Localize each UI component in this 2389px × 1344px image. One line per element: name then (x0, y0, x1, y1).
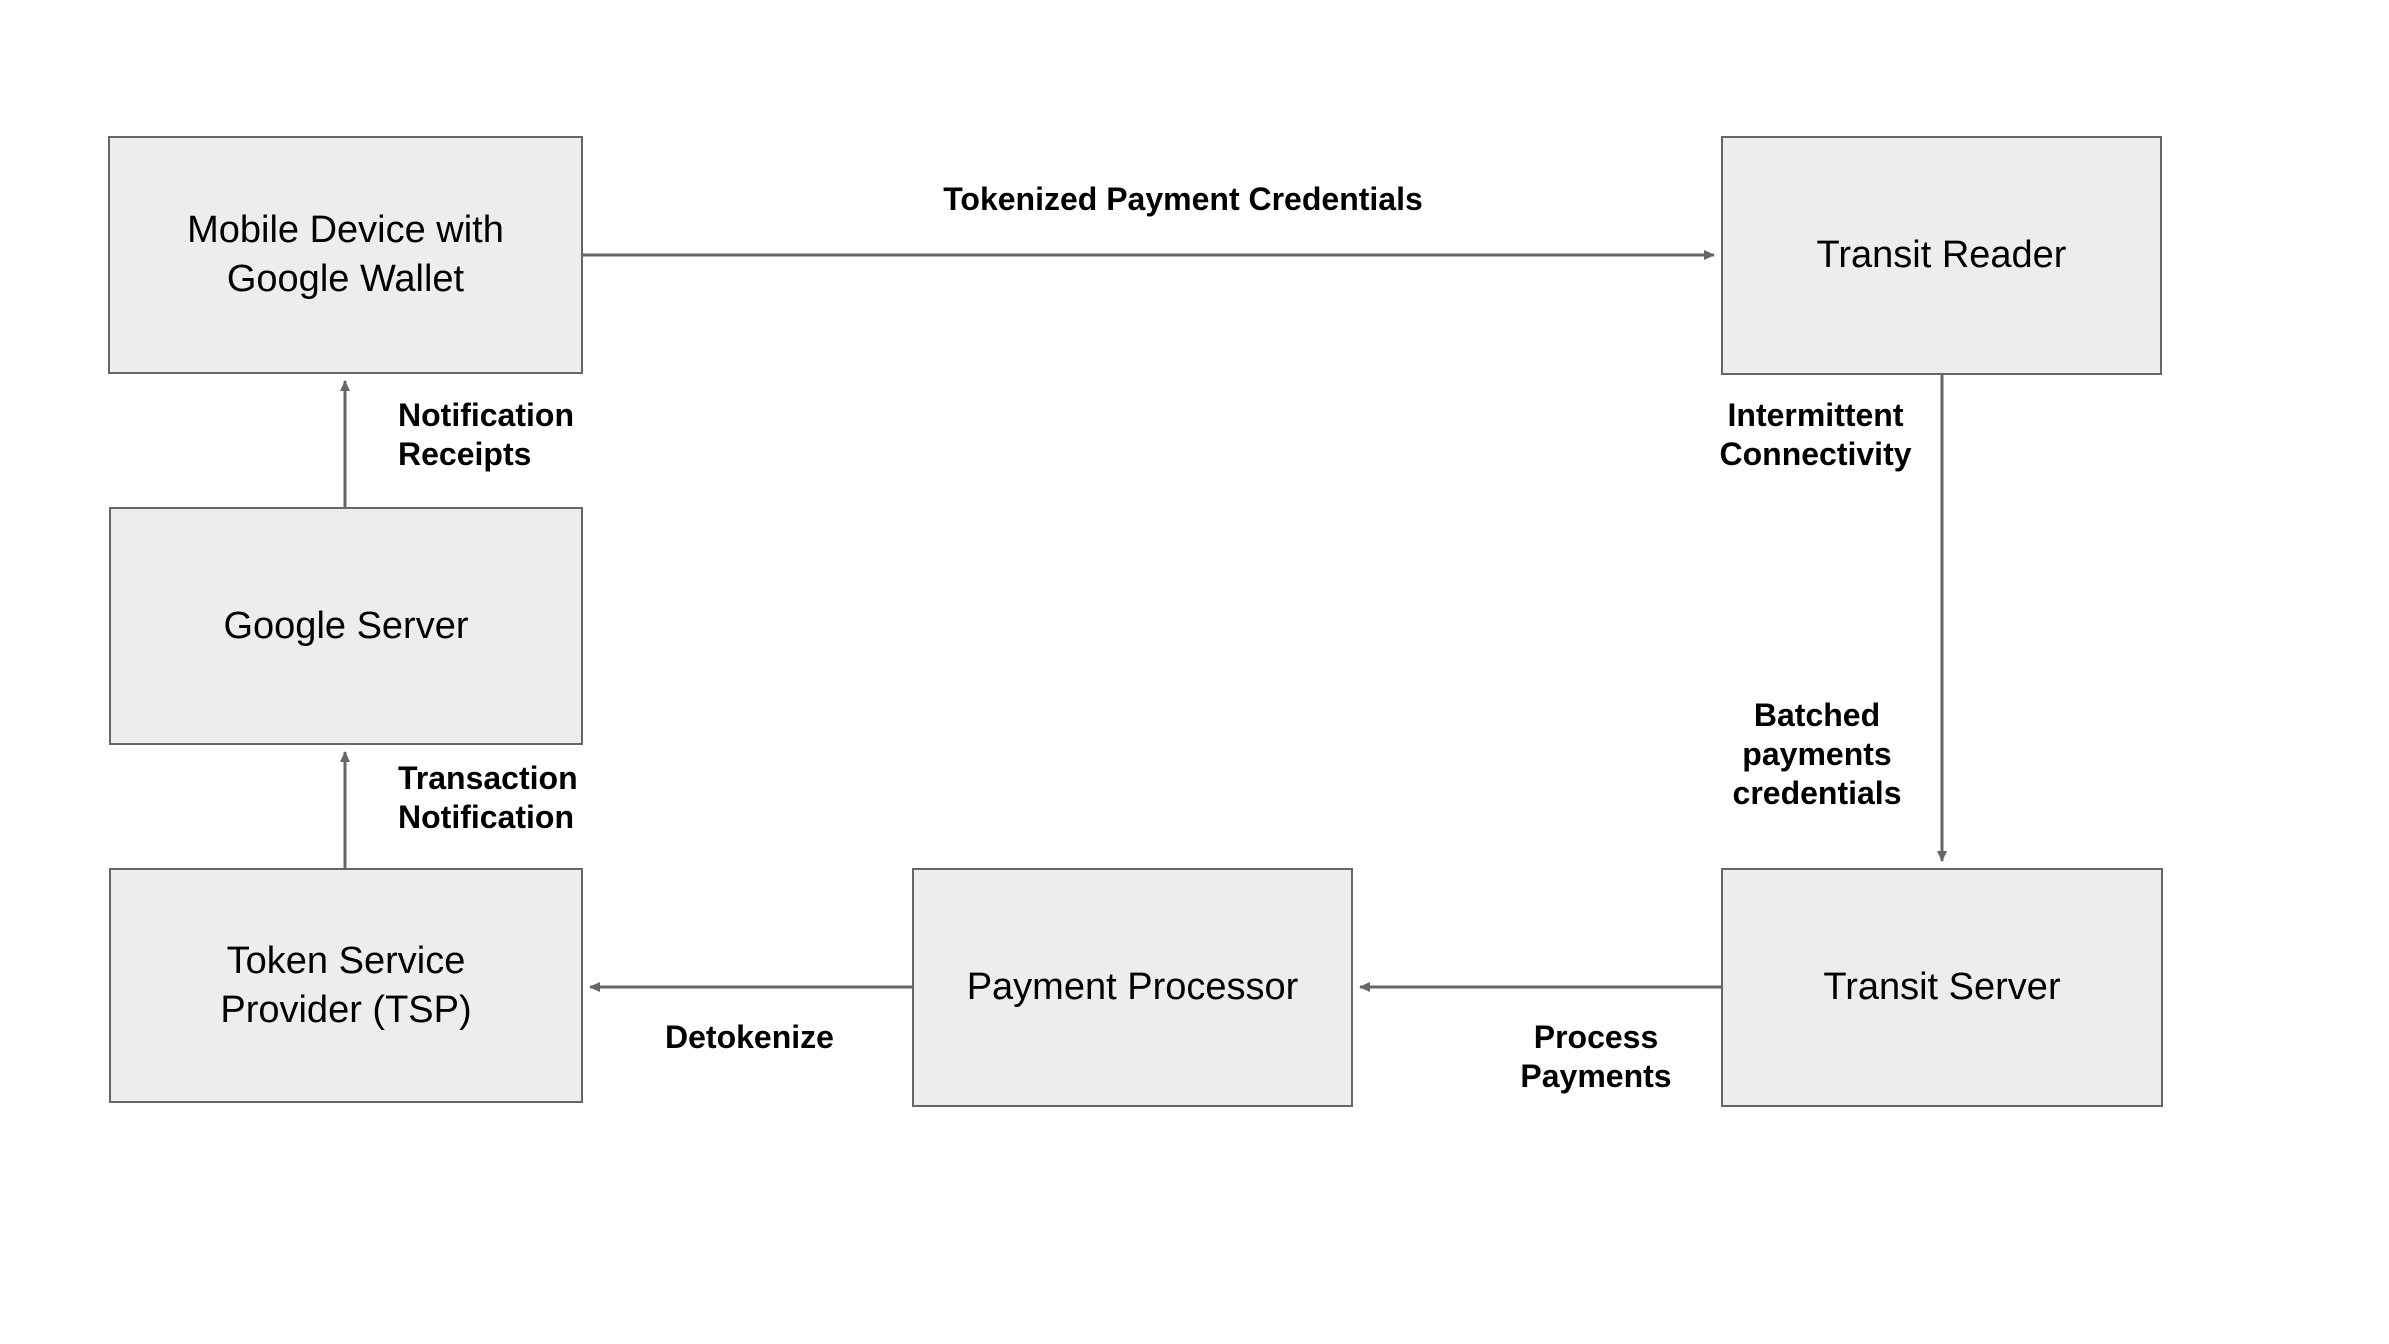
edge-label-intermittent-connectivity: Intermittent Connectivity (1719, 397, 1912, 473)
node-transit-reader-label: Transit Reader (1816, 234, 2067, 277)
edge-label-batched-payments-credentials: Batched payments credentials (1732, 697, 1902, 812)
node-google-server[interactable]: Google Server (109, 507, 583, 745)
node-google-server-label: Google Server (223, 604, 469, 647)
node-transit-server-label: Transit Server (1823, 966, 2061, 1009)
node-payment-processor[interactable]: Payment Processor (912, 868, 1353, 1107)
node-transit-reader[interactable]: Transit Reader (1721, 136, 2162, 375)
edge-label-process-payments: Process Payments (1520, 1019, 1672, 1095)
edge-label-detokenize: Detokenize (665, 1019, 834, 1055)
node-payment-processor-label: Payment Processor (966, 966, 1299, 1009)
node-transit-server[interactable]: Transit Server (1721, 868, 2163, 1107)
edge-label-transaction-notification: Transaction Notification (398, 760, 578, 836)
edge-label-tokenized-payment-credentials: Tokenized Payment Credentials (943, 181, 1423, 217)
edge-label-notification-receipts: Notification Receipts (398, 397, 574, 473)
